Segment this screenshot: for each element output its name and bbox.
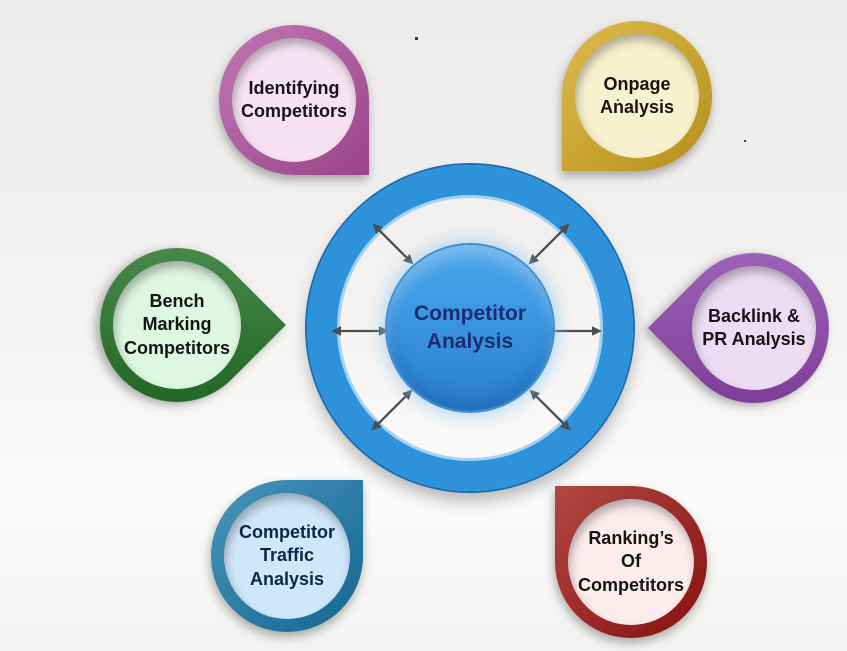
- speck-artifact: [415, 37, 418, 40]
- node-label-line: Competitor: [239, 521, 335, 542]
- node-bench-marking-competitors: Bench Marking Competitors: [68, 216, 286, 434]
- node-label-line: Of: [621, 551, 641, 572]
- arrow-top-right-icon: [528, 223, 570, 265]
- arrow-bottom-right-icon: [529, 389, 571, 431]
- node-label-line: Backlink &: [707, 305, 801, 326]
- node-label-line: Competitors: [123, 337, 230, 358]
- node-label-line: Ranking’s: [588, 527, 674, 548]
- node-inner-circle: Backlink & PR Analysis: [692, 266, 816, 390]
- node-label-line: Competitors: [240, 101, 347, 121]
- node-inner-circle: Ranking’s Of Competitors: [568, 499, 694, 625]
- node-label-line: Onpage: [603, 73, 671, 94]
- node-rankings-of-competitors: Ranking’s Of Competitors: [555, 486, 707, 638]
- arrow-top-left-icon: [372, 223, 414, 265]
- node-label-line: Analysis: [599, 97, 675, 117]
- node-label-line: PR Analysis: [702, 329, 806, 349]
- node-competitor-traffic-analysis: Competitor Traffic Analysis: [211, 480, 363, 632]
- node-inner-circle: Identifying Competitors: [232, 38, 356, 162]
- node-label-line: Traffic: [259, 545, 315, 566]
- speck-artifact: [744, 140, 746, 142]
- node-label-line: Bench: [149, 290, 205, 311]
- node-inner-circle: Competitor Traffic Analysis: [224, 493, 350, 619]
- node-label-line: Marking: [142, 314, 212, 335]
- node-identifying-competitors: Identifying Competitors: [219, 25, 369, 175]
- node-label-line: Identifying: [248, 77, 340, 98]
- node-inner-circle: Onpage Analysis: [575, 34, 699, 158]
- hub-label-line: Analysis: [426, 330, 514, 353]
- node-backlink-pr-analysis: Backlink & PR Analysis: [647, 221, 847, 435]
- arrow-bottom-left-icon: [371, 389, 413, 431]
- node-label-line: Analysis: [249, 568, 325, 589]
- node-inner-circle: Bench Marking Competitors: [113, 261, 241, 389]
- speck-artifact: [617, 99, 619, 101]
- arrow-left-icon: [331, 326, 389, 336]
- hub-center-circle: Competitor Analysis: [387, 245, 553, 411]
- hub-label-line: Competitor: [414, 301, 526, 325]
- node-onpage-analysis: Onpage Analysis: [562, 21, 712, 171]
- node-label-line: Competitors: [577, 574, 684, 595]
